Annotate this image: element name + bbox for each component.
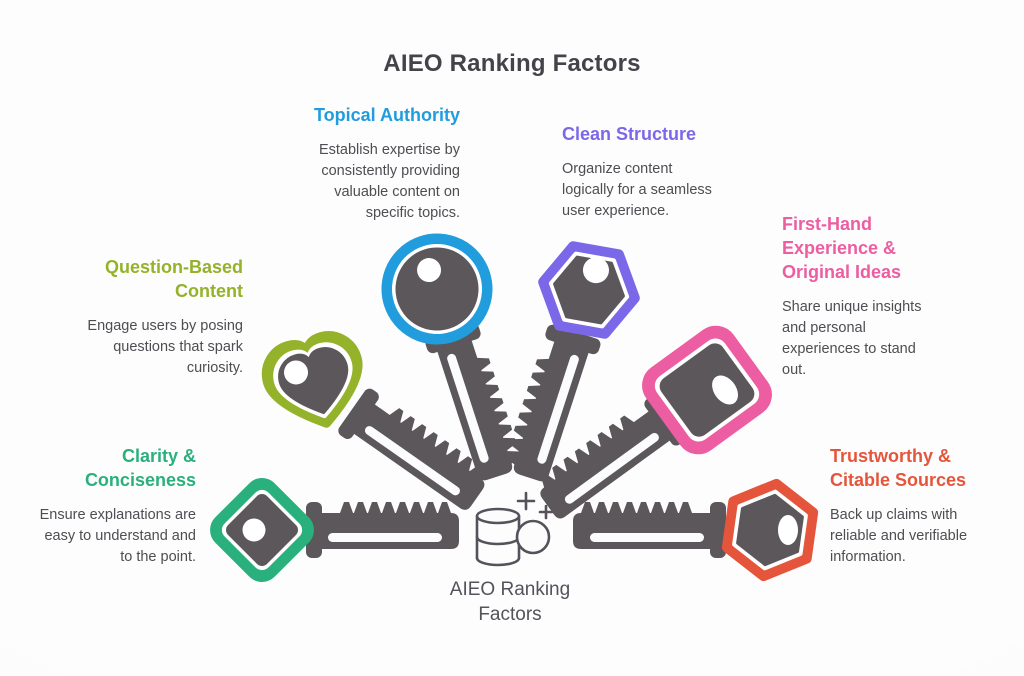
factor-heading: Clean Structure — [562, 124, 697, 144]
sparkle-plus-small — [538, 504, 554, 520]
key-hole — [284, 360, 309, 385]
key-shaft — [306, 502, 459, 558]
factor-heading: Question-Based Content — [104, 257, 243, 301]
key-head — [210, 478, 314, 582]
key-head — [381, 233, 493, 345]
factor-clean-structure: Clean Structure Organize content logical… — [562, 122, 728, 222]
key-head — [642, 325, 772, 455]
factor-first-hand-experience: First-Hand Experience & Original Ideas S… — [782, 212, 942, 381]
key-first-hand-experience — [531, 325, 772, 529]
key-head — [724, 479, 816, 581]
factor-heading: Trustworthy & Citable Sources — [830, 446, 967, 490]
factor-description: Share unique insights and personal exper… — [782, 299, 922, 378]
factor-topical-authority: Topical Authority Establish expertise by… — [295, 103, 460, 224]
database-sparkle-icon — [475, 491, 554, 567]
key-hole — [417, 258, 442, 283]
factor-clarity-conciseness: Clarity & Conciseness Ensure explanation… — [31, 444, 196, 568]
key-clean-structure — [501, 231, 652, 487]
key-head — [229, 296, 402, 469]
factor-heading: Clarity & Conciseness — [84, 446, 196, 490]
factor-description: Organize content logically for a seamles… — [562, 161, 712, 219]
factor-question-based-content: Question-Based Content Engage users by p… — [68, 255, 243, 379]
factor-heading: First-Hand Experience & Original Ideas — [782, 214, 902, 282]
key-shaft — [573, 502, 726, 558]
key-hole — [582, 257, 609, 284]
center-label: AIEO Ranking Factors — [449, 579, 571, 625]
key-question-based-content — [229, 296, 494, 520]
factor-trustworthy-sources: Trustworthy & Citable Sources Back up cl… — [830, 444, 995, 568]
factor-description: Establish expertise by consistently prov… — [318, 142, 460, 221]
key-trustworthy-sources — [573, 479, 816, 581]
factor-description: Ensure explanations are easy to understa… — [39, 507, 196, 565]
factor-heading: Topical Authority — [314, 105, 460, 125]
sparkle-plus-large — [516, 491, 536, 511]
page-title: AIEO Ranking Factors — [383, 50, 641, 77]
factor-description: Back up claims with reliable and verifia… — [830, 507, 968, 565]
key-hole — [242, 518, 266, 542]
key-head — [526, 231, 651, 350]
key-hole — [778, 515, 798, 545]
key-hole — [712, 375, 738, 405]
key-clarity-conciseness — [210, 478, 459, 582]
key-topical-authority — [381, 233, 525, 486]
factor-description: Engage users by posing questions that sp… — [87, 318, 243, 376]
